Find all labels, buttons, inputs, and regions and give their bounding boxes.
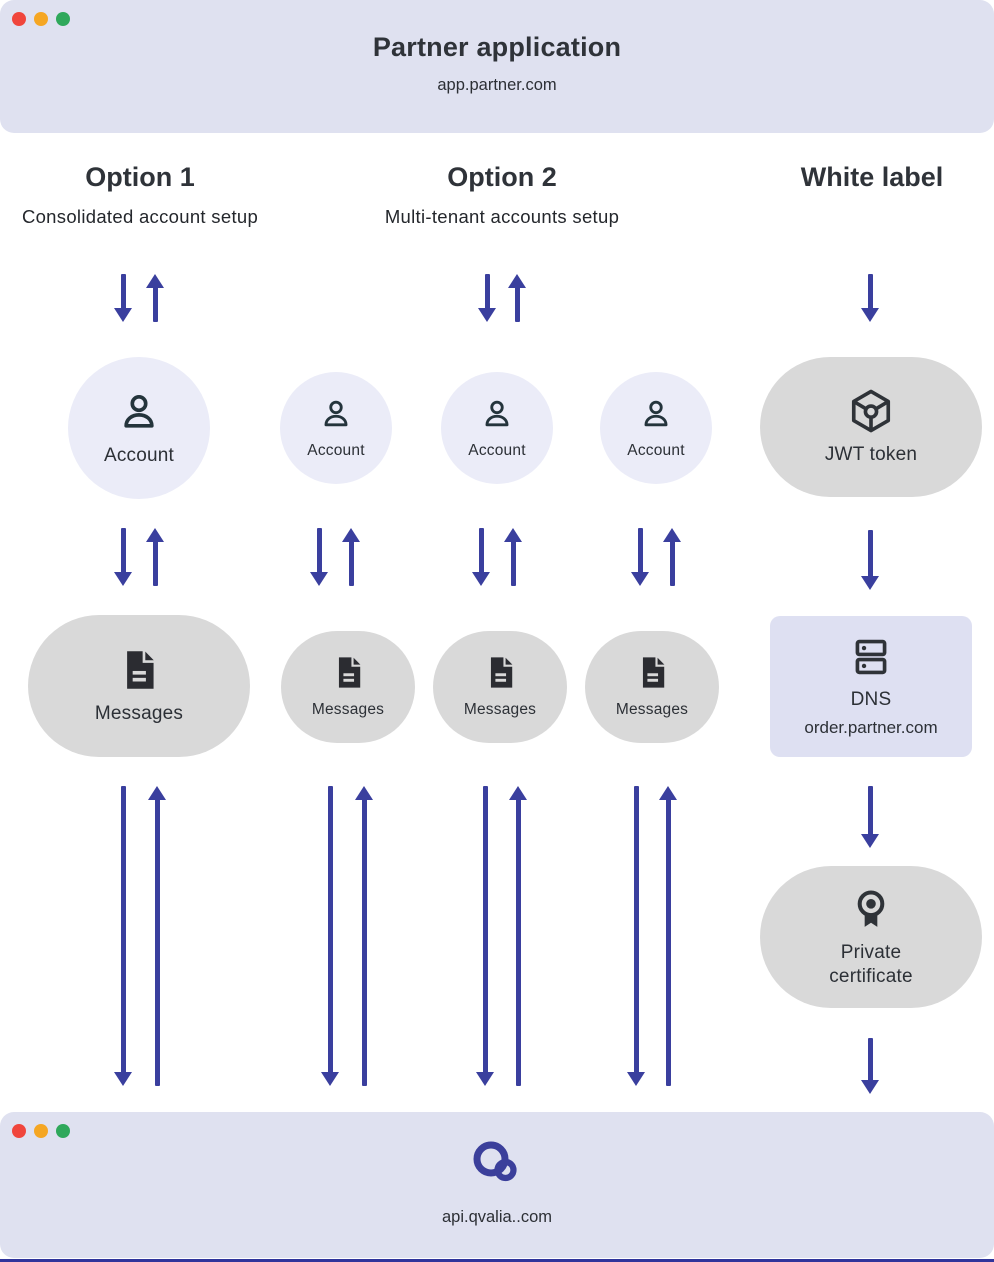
document-icon	[127, 650, 154, 689]
person-icon	[124, 394, 154, 428]
option2-subtitle: Multi-tenant accounts setup	[384, 206, 620, 227]
flow-arrow-down	[113, 274, 133, 322]
node-label: Messages	[94, 702, 184, 724]
window-dot-green-icon	[56, 12, 70, 26]
private-certificate-node: Private certificate	[760, 866, 982, 1008]
flow-arrow-up	[503, 528, 523, 586]
package-icon	[851, 389, 891, 432]
option2-header: Option 2 Multi-tenant accounts setup	[362, 162, 642, 228]
node-label: DNS	[850, 689, 892, 711]
bottom-edge-strip	[0, 1259, 994, 1262]
server-icon	[855, 639, 887, 675]
node-label: Account	[103, 444, 175, 466]
flow-arrow-up	[662, 528, 682, 586]
option1-subtitle: Consolidated account setup	[21, 206, 259, 227]
messages-node-tenant-2: Messages	[433, 631, 567, 743]
window-controls	[12, 12, 70, 26]
partner-window-bar: Partner application app.partner.com	[0, 0, 994, 133]
flow-arrow-down	[113, 528, 133, 586]
node-label: Account	[307, 441, 365, 459]
person-icon	[644, 400, 668, 427]
jwt-token-node: JWT token	[760, 357, 982, 497]
flow-arrow-down	[860, 786, 880, 848]
flow-arrow-up	[147, 786, 167, 1086]
messages-node-tenant-1: Messages	[281, 631, 415, 743]
qvalia-logo	[470, 1138, 524, 1188]
flow-arrow-up	[658, 786, 678, 1086]
flow-arrow-down	[626, 786, 646, 1086]
window-controls	[12, 1124, 70, 1138]
qvalia-api-domain: api.qvalia..com	[441, 1208, 553, 1226]
node-label: Messages	[615, 701, 689, 719]
dns-node: DNS order.partner.com	[770, 616, 972, 757]
page-title: Partner application	[372, 32, 622, 62]
award-icon	[857, 890, 885, 927]
node-label: Messages	[463, 701, 537, 719]
flow-arrow-down	[320, 786, 340, 1086]
person-icon	[485, 400, 509, 427]
flow-arrow-up	[341, 528, 361, 586]
node-label: Messages	[311, 701, 385, 719]
white-label-title: White label	[800, 162, 944, 192]
flow-arrow-down	[475, 786, 495, 1086]
flow-arrow-up	[508, 786, 528, 1086]
flow-arrow-down	[630, 528, 650, 586]
window-dot-red-icon	[12, 12, 26, 26]
qvalia-logo-icon	[473, 1141, 517, 1182]
node-label: Account	[627, 441, 685, 459]
account-node-tenant-1: Account	[280, 372, 392, 484]
window-dot-yellow-icon	[34, 1124, 48, 1138]
person-icon	[324, 400, 348, 427]
account-node-tenant-3: Account	[600, 372, 712, 484]
option2-title: Option 2	[447, 162, 557, 192]
messages-node-tenant-3: Messages	[585, 631, 719, 743]
qvalia-api-window-bar: api.qvalia..com	[0, 1112, 994, 1258]
dns-domain: order.partner.com	[804, 717, 938, 737]
messages-node-consolidated: Messages	[28, 615, 250, 757]
window-dot-yellow-icon	[34, 12, 48, 26]
flow-arrow-down	[860, 530, 880, 590]
flow-arrow-up	[145, 528, 165, 586]
node-label: Account	[468, 441, 526, 459]
flow-arrow-down	[113, 786, 133, 1086]
document-icon	[490, 657, 512, 688]
account-node-tenant-2: Account	[441, 372, 553, 484]
node-label: Private certificate	[829, 941, 913, 987]
flow-arrow-up	[145, 274, 165, 322]
flow-arrow-down	[860, 1038, 880, 1094]
flow-arrow-down	[471, 528, 491, 586]
flow-arrow-up	[507, 274, 527, 322]
account-node-consolidated: Account	[68, 357, 210, 499]
white-label-header: White label	[732, 162, 994, 193]
option1-title: Option 1	[85, 162, 195, 192]
option1-header: Option 1 Consolidated account setup	[0, 162, 280, 228]
node-label: JWT token	[824, 443, 918, 465]
document-icon	[642, 657, 664, 688]
flow-arrow-down	[309, 528, 329, 586]
window-dot-red-icon	[12, 1124, 26, 1138]
flow-arrow-up	[354, 786, 374, 1086]
flow-arrow-down	[477, 274, 497, 322]
window-dot-green-icon	[56, 1124, 70, 1138]
flow-arrow-down	[860, 274, 880, 322]
document-icon	[338, 657, 360, 688]
partner-app-domain: app.partner.com	[437, 76, 557, 94]
